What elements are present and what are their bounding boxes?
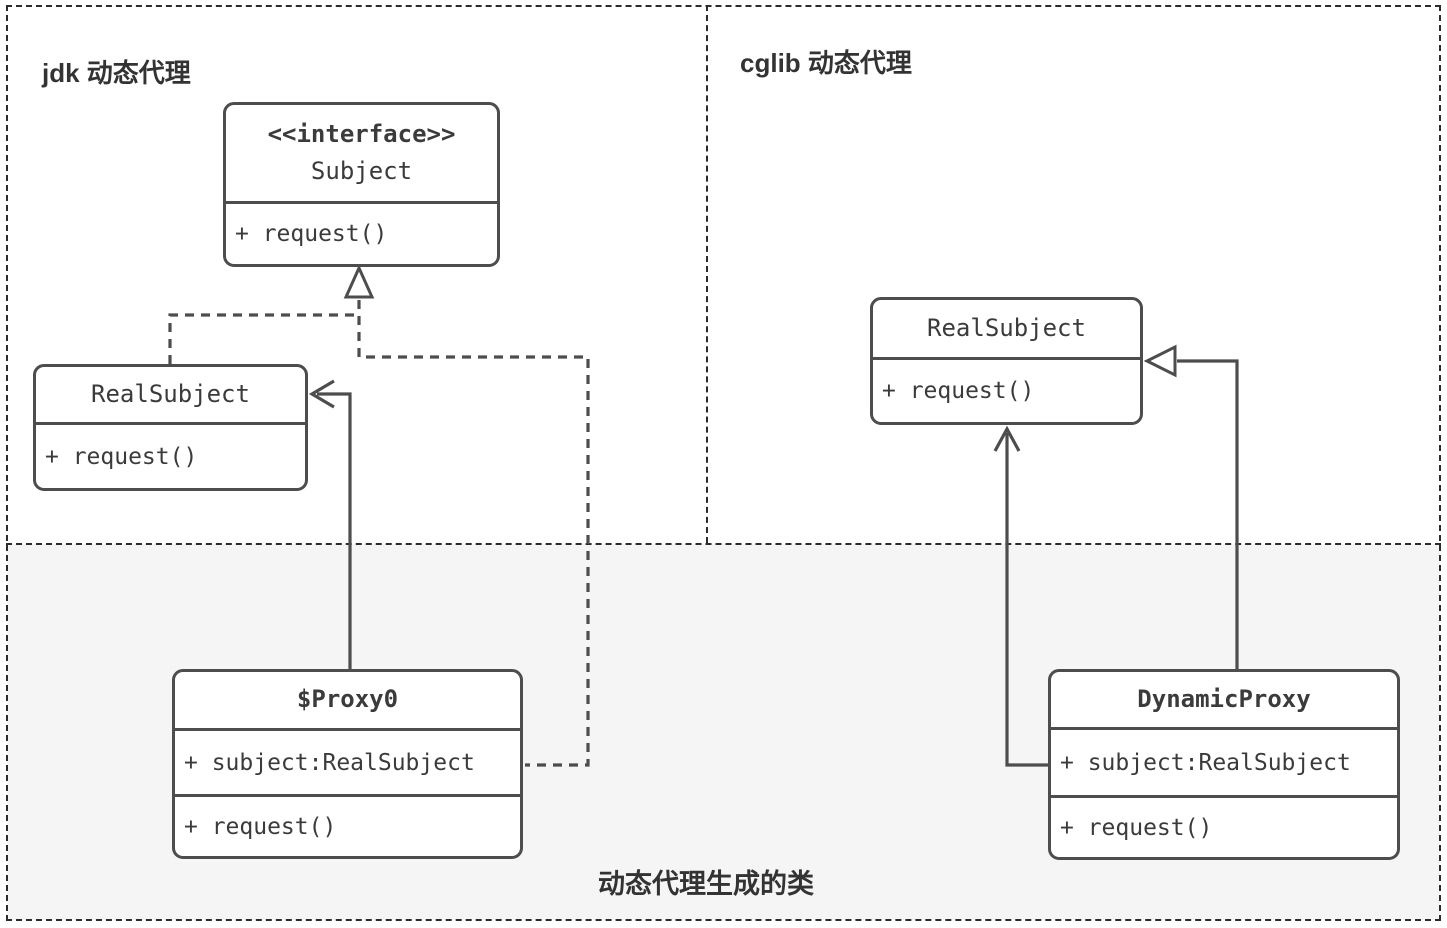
method-row: + request() bbox=[175, 794, 520, 856]
method-row: + request() bbox=[36, 422, 305, 488]
class-box-subject-interface: <<interface>> Subject + request() bbox=[223, 102, 500, 267]
open-arrowhead-left-icon bbox=[308, 379, 335, 409]
proxy0-association-arrow bbox=[308, 379, 352, 669]
class-name: $Proxy0 bbox=[296, 685, 399, 714]
outer-dashed-border bbox=[6, 5, 1441, 921]
dynamicproxy-extends-arrow bbox=[1143, 344, 1239, 669]
class-name: RealSubject bbox=[91, 379, 250, 408]
stereotype-label: <<interface>> bbox=[267, 119, 456, 148]
class-box-realsubject-cglib: RealSubject + request() bbox=[870, 297, 1143, 425]
method-row: + request() bbox=[1051, 795, 1397, 857]
attribute-row: + subject:RealSubject bbox=[175, 728, 520, 794]
hollow-triangle-up-icon bbox=[343, 264, 375, 299]
class-name: DynamicProxy bbox=[1137, 684, 1311, 713]
open-arrowhead-up-icon bbox=[993, 425, 1021, 452]
attribute-row: + subject:RealSubject bbox=[1051, 727, 1397, 795]
class-box-dynamicproxy: DynamicProxy + subject:RealSubject + req… bbox=[1048, 669, 1400, 860]
class-header: $Proxy0 bbox=[175, 672, 520, 728]
method-row: + request() bbox=[873, 357, 1140, 422]
class-name: Subject bbox=[310, 157, 413, 185]
class-header: DynamicProxy bbox=[1051, 672, 1397, 727]
class-name: RealSubject bbox=[927, 313, 1086, 342]
class-box-proxy0: $Proxy0 + subject:RealSubject + request(… bbox=[172, 669, 523, 859]
section-horizontal-divider bbox=[6, 543, 1441, 545]
class-header: <<interface>> Subject bbox=[226, 105, 497, 201]
generated-classes-label: 动态代理生成的类 bbox=[598, 869, 814, 899]
class-box-realsubject-jdk: RealSubject + request() bbox=[33, 364, 308, 491]
section-vertical-divider bbox=[706, 5, 708, 543]
realsubject-implements-subject-arrow bbox=[168, 264, 590, 767]
class-header: RealSubject bbox=[873, 300, 1140, 357]
class-header: RealSubject bbox=[36, 367, 305, 422]
cglib-section-title: cglib 动态代理 bbox=[740, 48, 912, 78]
dynamicproxy-association-arrow bbox=[993, 425, 1048, 767]
method-row: + request() bbox=[226, 201, 497, 264]
jdk-section-title: jdk 动态代理 bbox=[42, 58, 191, 88]
hollow-triangle-left-icon bbox=[1143, 344, 1177, 378]
